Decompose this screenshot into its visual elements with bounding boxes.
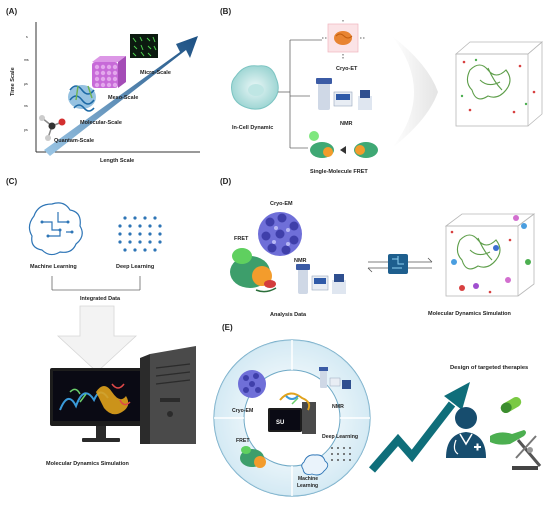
y-tick: ps bbox=[24, 128, 28, 132]
simulation-box-icon bbox=[454, 41, 544, 127]
merge-lines bbox=[51, 276, 141, 291]
scale-label-micro: Micro-Scale bbox=[140, 70, 171, 76]
cryo-em-cage-icon bbox=[238, 370, 266, 398]
y-tick: μs bbox=[24, 82, 28, 86]
growth-arrowhead bbox=[444, 382, 470, 410]
doctor-icon bbox=[446, 407, 486, 458]
machine-learning-label: Machine Learning bbox=[30, 264, 77, 270]
meso-cube-icon bbox=[92, 56, 126, 88]
fret-complex-icon bbox=[240, 446, 266, 468]
analysis-data-label: Analysis Data bbox=[270, 312, 307, 318]
md-simulation-label-c: Molecular Dynamics Simulation bbox=[46, 461, 129, 467]
panel-a: (A) Time Scale Length Scale s ms μs ns p… bbox=[6, 7, 200, 164]
nmr-machine-icon bbox=[316, 78, 372, 110]
nmr-label: NMR bbox=[340, 121, 353, 127]
ring-deep-learning-label: Deep Learning bbox=[322, 434, 358, 440]
branch-lines bbox=[278, 39, 322, 149]
scale-label-molecular: Molecular-Scale bbox=[80, 120, 122, 126]
panel-b-label: (B) bbox=[220, 7, 231, 16]
y-axis-label: Time Scale bbox=[10, 67, 16, 96]
cell-nucleus-icon bbox=[248, 84, 264, 96]
deep-learning-label: Deep Learning bbox=[116, 264, 154, 270]
nmr-machine-icon bbox=[296, 264, 346, 294]
md-simulation-label-d: Molecular Dynamics Simulation bbox=[428, 311, 511, 317]
panel-d-label: (D) bbox=[220, 177, 231, 186]
nmr-label-d: NMR bbox=[294, 258, 307, 264]
neural-network-icon bbox=[118, 216, 162, 252]
nmr-machine-icon bbox=[319, 367, 351, 389]
panel-a-label: (A) bbox=[6, 7, 17, 16]
integrated-data-label: Integrated Data bbox=[80, 296, 121, 302]
convergence-arrow bbox=[392, 36, 438, 148]
brain-circuit-icon bbox=[28, 202, 83, 256]
center-badge: SU bbox=[276, 420, 284, 426]
x-axis-label: Length Scale bbox=[100, 158, 134, 164]
workstation-icon bbox=[50, 346, 196, 444]
ring-nmr-label: NMR bbox=[332, 404, 344, 410]
chip-icon bbox=[388, 254, 408, 274]
ring-machine-label-2: Learning bbox=[297, 483, 318, 489]
therapies-label: Design of targeted therapies bbox=[450, 365, 528, 371]
fret-protein-icon bbox=[309, 131, 378, 158]
protein-ribbon-icon bbox=[68, 85, 96, 112]
fret-label-d: FRET bbox=[234, 236, 249, 242]
scale-label-quantum: Quantam-Scale bbox=[54, 138, 94, 144]
cryo-et-label: Cryo-ET bbox=[336, 66, 358, 72]
simulation-box-icon bbox=[444, 213, 536, 297]
cryo-em-cage-icon bbox=[258, 212, 302, 256]
panel-c-label: (C) bbox=[6, 177, 17, 186]
panel-c: (C) Machine Learning Deep Learning Integ… bbox=[6, 177, 196, 467]
center-workstation-icon: SU bbox=[268, 392, 316, 434]
scale-label-meso: Meso-Scale bbox=[108, 95, 138, 101]
smfret-label: Single-Molecule FRET bbox=[310, 169, 368, 175]
growth-arrow bbox=[368, 401, 456, 473]
ring-fret-label: FRET bbox=[236, 438, 250, 444]
panel-e: (E) Cryo-EM NMR FRET bbox=[213, 323, 542, 497]
down-arrow bbox=[56, 305, 138, 373]
panel-d: (D) Cryo-EM FRET NMR bbox=[220, 177, 536, 318]
brain-circuit-icon bbox=[301, 454, 329, 476]
ring-dividers bbox=[214, 340, 370, 496]
cryo-em-label-d: Cryo-EM bbox=[270, 201, 293, 207]
scale-arrow bbox=[44, 36, 198, 156]
y-tick: ns bbox=[24, 104, 28, 108]
ring-cryo-em-label: Cryo-EM bbox=[232, 408, 253, 414]
panel-b: (B) In-Cell Dynamic Cryo-ET bbox=[220, 7, 544, 175]
cryo-et-icon bbox=[322, 20, 366, 60]
micro-image-icon bbox=[130, 34, 158, 58]
neural-network-icon bbox=[331, 447, 351, 461]
y-tick: ms bbox=[24, 58, 29, 62]
ring-machine-label-1: Machine bbox=[298, 476, 318, 482]
quantum-molecule-icon bbox=[39, 115, 66, 141]
fret-complex-icon bbox=[230, 248, 277, 293]
hand-capsule-icon bbox=[490, 397, 526, 445]
in-cell-label: In-Cell Dynamic bbox=[232, 125, 273, 131]
y-tick: s bbox=[26, 35, 28, 39]
microscope-icon bbox=[512, 435, 542, 470]
panel-e-label: (E) bbox=[222, 323, 233, 332]
